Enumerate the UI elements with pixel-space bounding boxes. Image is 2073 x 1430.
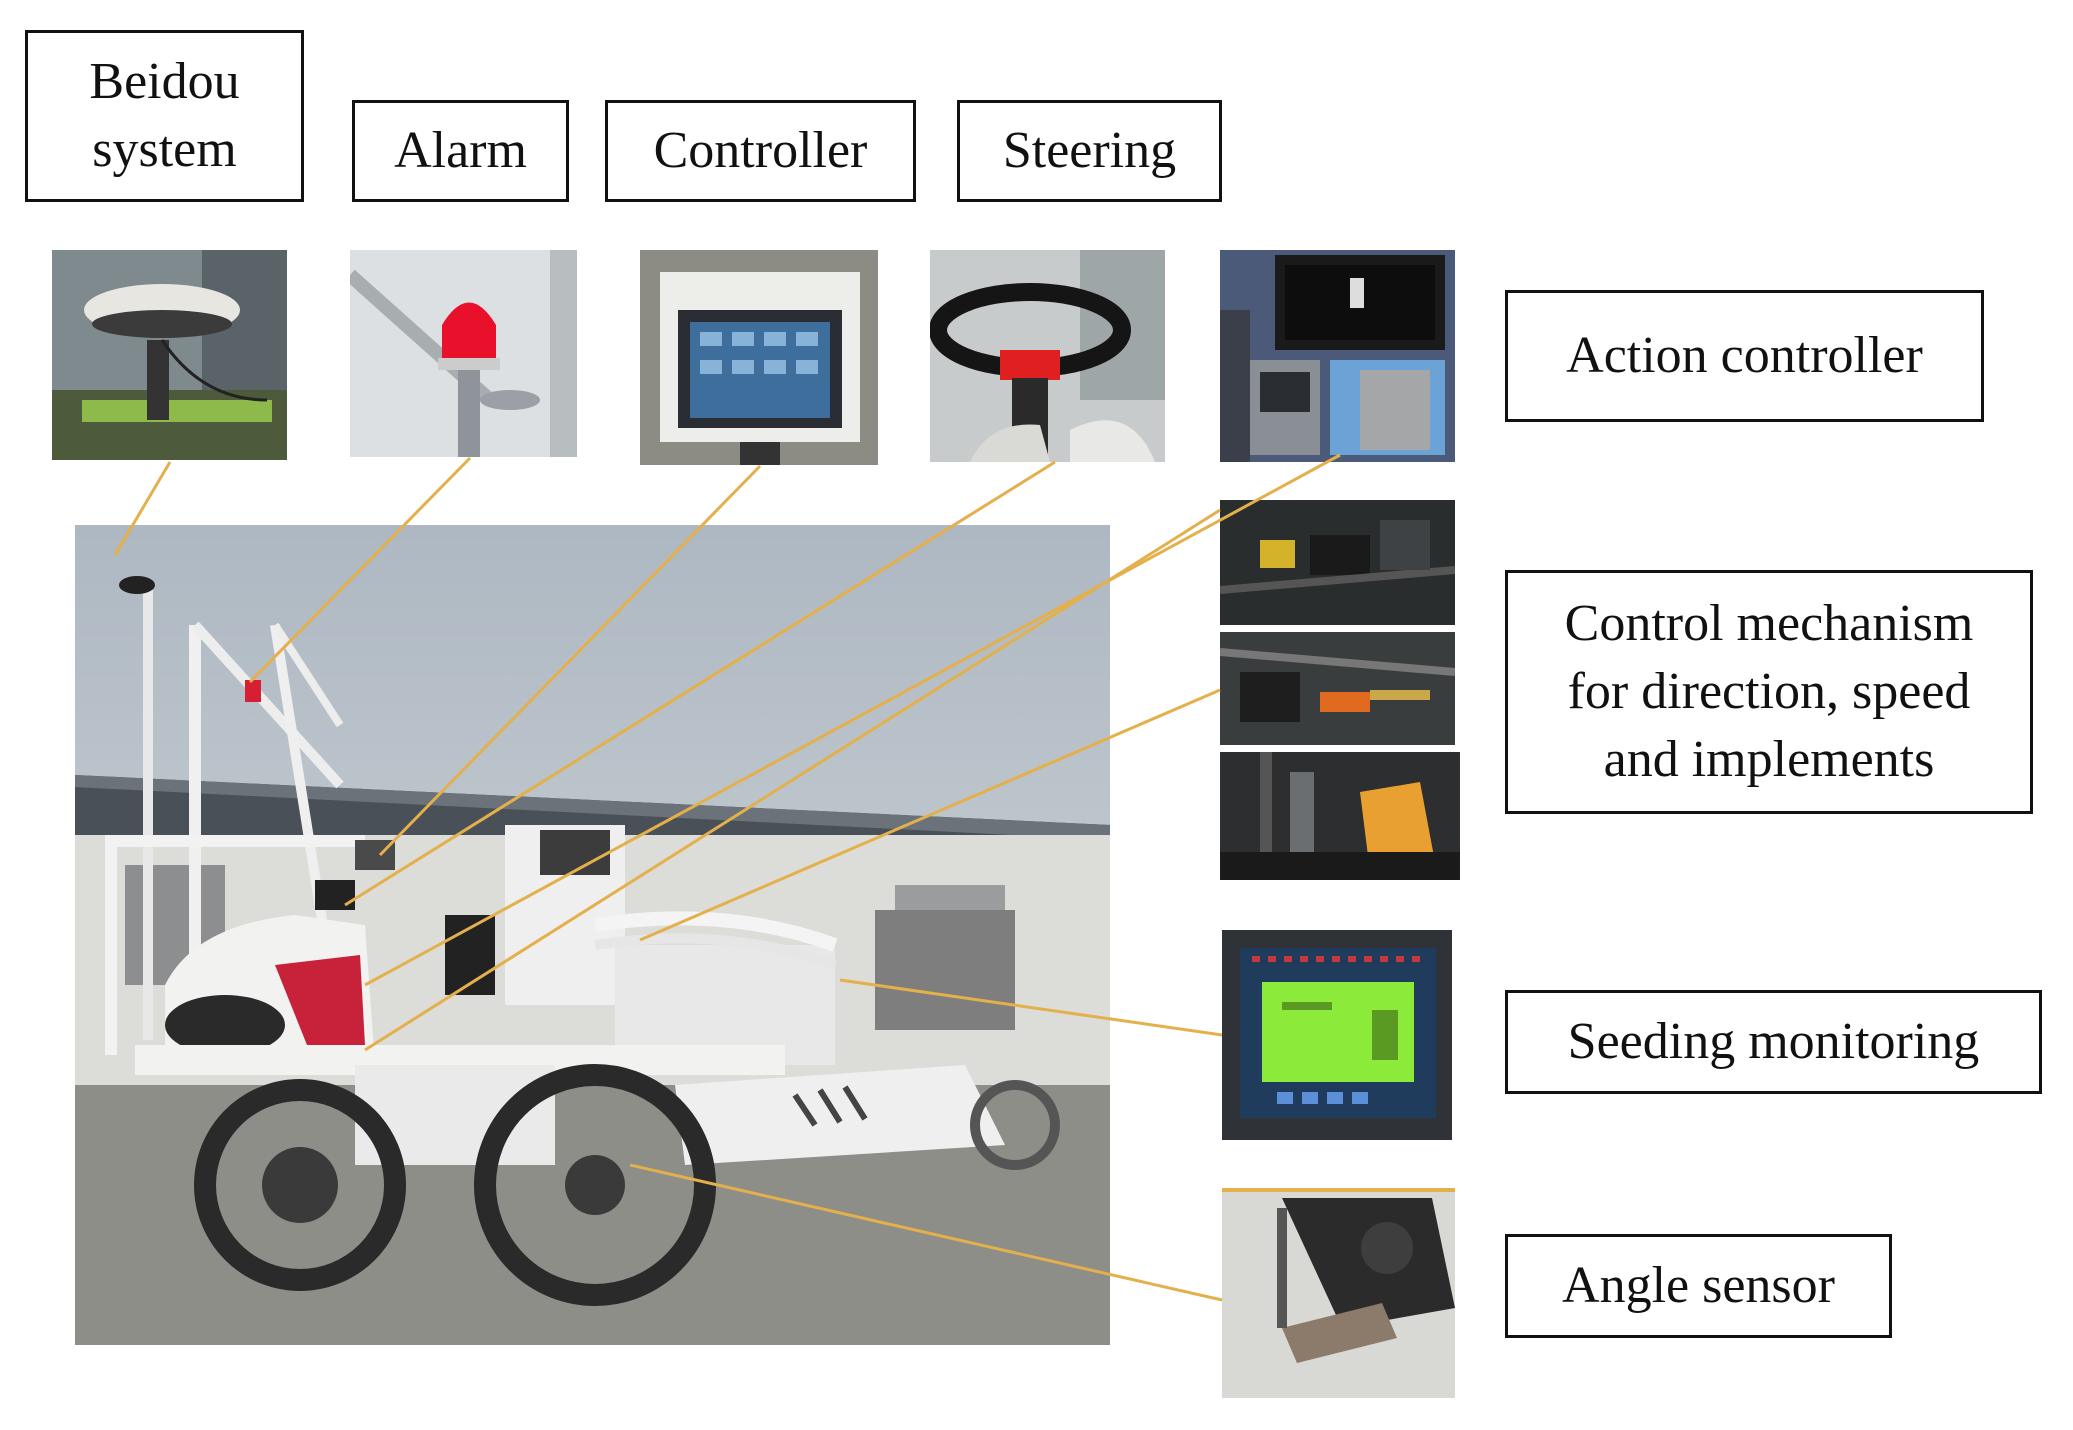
alarm-beacon-photo bbox=[350, 250, 577, 457]
label-beidou-system: Beidou system bbox=[25, 30, 304, 202]
label-action-controller: Action controller bbox=[1505, 290, 1984, 422]
controller-display-photo bbox=[640, 250, 878, 465]
control-mechanism-photo-3 bbox=[1220, 752, 1460, 880]
label-control-mechanism: Control mechanism for direction, speed a… bbox=[1505, 570, 2033, 814]
control-mechanism-photo-1 bbox=[1220, 500, 1455, 625]
label-angle-sensor: Angle sensor bbox=[1505, 1234, 1892, 1338]
label-seeding-monitoring: Seeding monitoring bbox=[1505, 990, 2042, 1094]
seeder-machine-photo bbox=[75, 525, 1110, 1345]
label-steering: Steering bbox=[957, 100, 1222, 202]
control-mechanism-photo-2 bbox=[1220, 632, 1455, 745]
beidou-antenna-photo bbox=[52, 250, 287, 460]
label-alarm: Alarm bbox=[352, 100, 569, 202]
action-controller-photo bbox=[1220, 250, 1455, 462]
label-controller: Controller bbox=[605, 100, 916, 202]
seeding-monitor-photo bbox=[1222, 930, 1452, 1140]
steering-wheel-photo bbox=[930, 250, 1165, 462]
angle-sensor-photo bbox=[1222, 1188, 1455, 1398]
